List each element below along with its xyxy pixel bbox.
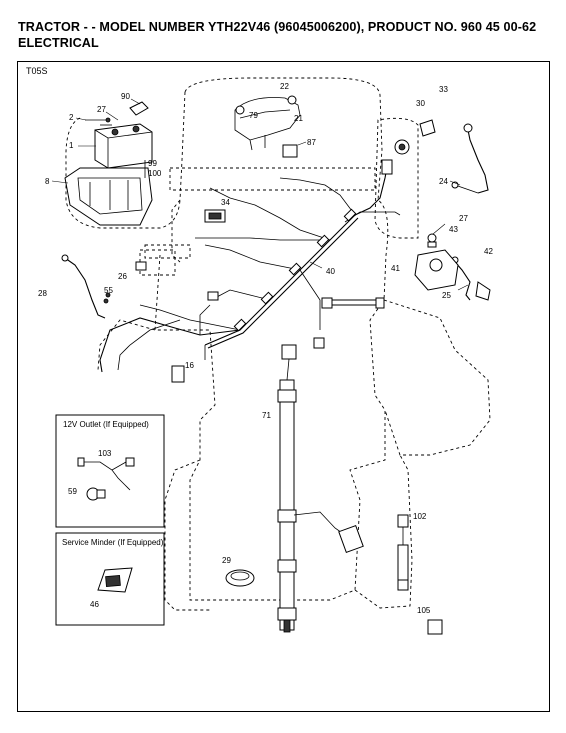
part-label-71: 71 bbox=[262, 411, 271, 420]
part-label-30: 30 bbox=[416, 99, 425, 108]
part-label-33: 33 bbox=[439, 85, 448, 94]
part-label-103: 103 bbox=[98, 449, 112, 458]
part-label-105: 105 bbox=[417, 606, 431, 615]
part-label-46: 46 bbox=[90, 600, 99, 609]
part-label-55: 55 bbox=[104, 286, 113, 295]
harness-71 bbox=[277, 344, 364, 633]
battery-assembly bbox=[64, 101, 153, 226]
part-label-100: 100 bbox=[148, 169, 162, 178]
part-label-27-a: 27 bbox=[97, 105, 106, 114]
part-label-42: 42 bbox=[484, 247, 493, 256]
part-label-16: 16 bbox=[185, 361, 194, 370]
part-label-22: 22 bbox=[280, 82, 289, 91]
part-label-27-b: 27 bbox=[459, 214, 468, 223]
part-label-26: 26 bbox=[118, 272, 127, 281]
part-label-34: 34 bbox=[221, 198, 230, 207]
part-label-40: 40 bbox=[326, 267, 335, 276]
inset-service-minder: Service Minder (If Equipped) bbox=[55, 532, 165, 626]
diagram-code: T05S bbox=[26, 66, 48, 76]
part-label-24: 24 bbox=[439, 177, 448, 186]
part-label-2: 2 bbox=[69, 113, 74, 122]
main-wiring-harness bbox=[99, 161, 401, 373]
part-label-99: 99 bbox=[148, 159, 157, 168]
part-label-41: 41 bbox=[391, 264, 400, 273]
part-label-90: 90 bbox=[121, 92, 130, 101]
page-title: TRACTOR - - MODEL NUMBER YTH22V46 (96045… bbox=[18, 20, 537, 34]
tractor-outline bbox=[65, 77, 491, 611]
section-subtitle: ELECTRICAL bbox=[18, 36, 99, 50]
part-label-8: 8 bbox=[45, 177, 50, 186]
part-label-79: 79 bbox=[249, 111, 258, 120]
inset-12v-title: 12V Outlet (If Equipped) bbox=[63, 420, 149, 429]
part-label-59: 59 bbox=[68, 487, 77, 496]
part-label-28: 28 bbox=[38, 289, 47, 298]
inset-service-minder-title: Service Minder (If Equipped) bbox=[62, 538, 164, 547]
inset-12v-outlet: 12V Outlet (If Equipped) bbox=[55, 414, 165, 528]
part-label-25: 25 bbox=[442, 291, 451, 300]
cables-and-components bbox=[61, 95, 491, 635]
part-label-87: 87 bbox=[307, 138, 316, 147]
part-label-21: 21 bbox=[294, 114, 303, 123]
part-label-29: 29 bbox=[222, 556, 231, 565]
part-label-102: 102 bbox=[413, 512, 427, 521]
diagram-frame bbox=[17, 61, 550, 712]
part-label-1: 1 bbox=[69, 141, 74, 150]
part-labels: 90 27 2 1 99 100 8 22 79 21 87 30 33 24 … bbox=[38, 82, 493, 615]
part-label-43: 43 bbox=[449, 225, 458, 234]
